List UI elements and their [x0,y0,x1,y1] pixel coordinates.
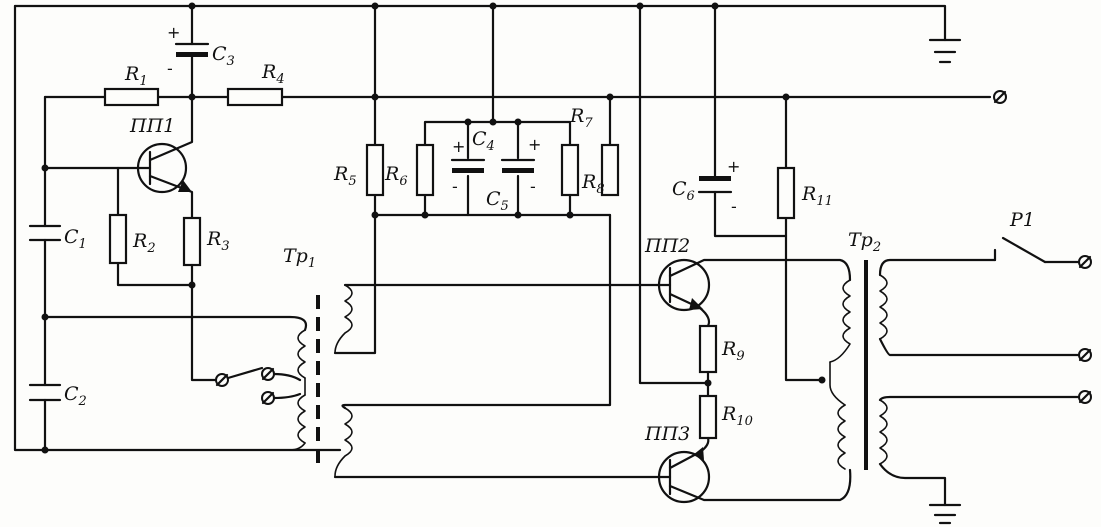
resistor-r10 [698,394,718,440]
transformer-tr1 [289,284,353,477]
label-tr2: Tp2 [848,229,881,255]
label-r3: R3 [206,228,230,254]
c5-plus: + [528,135,541,154]
c5-minus: - [530,177,536,196]
label-c5: C5 [486,188,509,214]
output-terminal-3[interactable] [1078,390,1092,404]
resistor-r3 [182,216,202,267]
capacitor-c1 [28,163,62,452]
supply-terminal-slash [993,90,1007,104]
top-rail [13,4,947,452]
label-r4: R4 [261,61,285,87]
output-terminal-2[interactable] [1078,348,1092,362]
ground-symbol-bottom [928,503,962,525]
tr2-sec2-top [878,395,1080,402]
label-r6: R6 [384,163,408,189]
label-pp1: ПП1 [129,115,175,137]
ground-symbol-top [928,38,962,64]
c3-plus: + [167,23,180,42]
capacitor-c3 [174,4,210,99]
label-c4: C4 [472,128,495,154]
label-tr1: Tp1 [283,245,316,271]
tap-switch[interactable] [215,366,302,405]
label-r1: R1 [124,63,148,89]
capacitor-c2 [28,383,62,402]
tr1-sec-lower [341,213,612,410]
resistor-r6 [415,143,435,197]
c6-plus: + [727,157,740,176]
output-terminal-1[interactable] [1078,255,1092,269]
c4-minus: - [452,177,458,196]
capacitor-c4 [450,120,486,217]
capacitor-c5 [500,120,536,217]
filter-top-bus [423,4,572,217]
c4-plus: + [452,137,465,156]
capacitor-c6 [697,176,733,194]
label-c2: C2 [64,383,87,409]
transformer-tr2 [829,260,888,470]
resistor-r2 [108,213,128,265]
r3-wire [190,263,222,382]
tr2-sec1-top [878,258,997,277]
transistor-pp3 [657,436,852,504]
label-c6: C6 [672,178,695,204]
resistor-r1 [103,87,160,107]
tr1-sec-mid [333,213,377,355]
r11-wire [784,95,822,382]
resistor-r5 [365,143,385,197]
tr2-sec1-bottom [878,337,1080,357]
label-relay: P1 [1009,209,1035,231]
label-pp2: ПП2 [644,235,690,257]
tr2-sec2-bottom [878,462,947,507]
label-r11: R11 [801,183,833,209]
resistor-r11 [776,166,796,220]
c6-minus: - [731,197,737,216]
relay-contact-p1[interactable] [993,236,1080,264]
transistor-pp1 [43,95,194,222]
label-pp3: ПП3 [644,423,690,445]
label-c1: C1 [64,226,87,252]
label-c3: C3 [212,43,235,69]
resistor-r9 [698,324,718,374]
r2-wire [116,166,194,287]
label-r2: R2 [132,230,156,256]
pp-base-bias-wire [638,4,710,385]
resistor-r4 [226,87,284,107]
label-r5: R5 [333,163,357,189]
label-r10: R10 [721,403,753,429]
resistor-r7 [560,143,580,197]
c6-wire [713,4,788,238]
resistor-r8 [600,143,620,197]
label-r9: R9 [721,338,745,364]
label-r7: R7 [569,105,593,131]
tr1-primary-feed [43,315,308,332]
transistor-pp2 [655,258,852,328]
label-r8: R8 [581,171,605,197]
c3-minus: - [167,59,173,78]
